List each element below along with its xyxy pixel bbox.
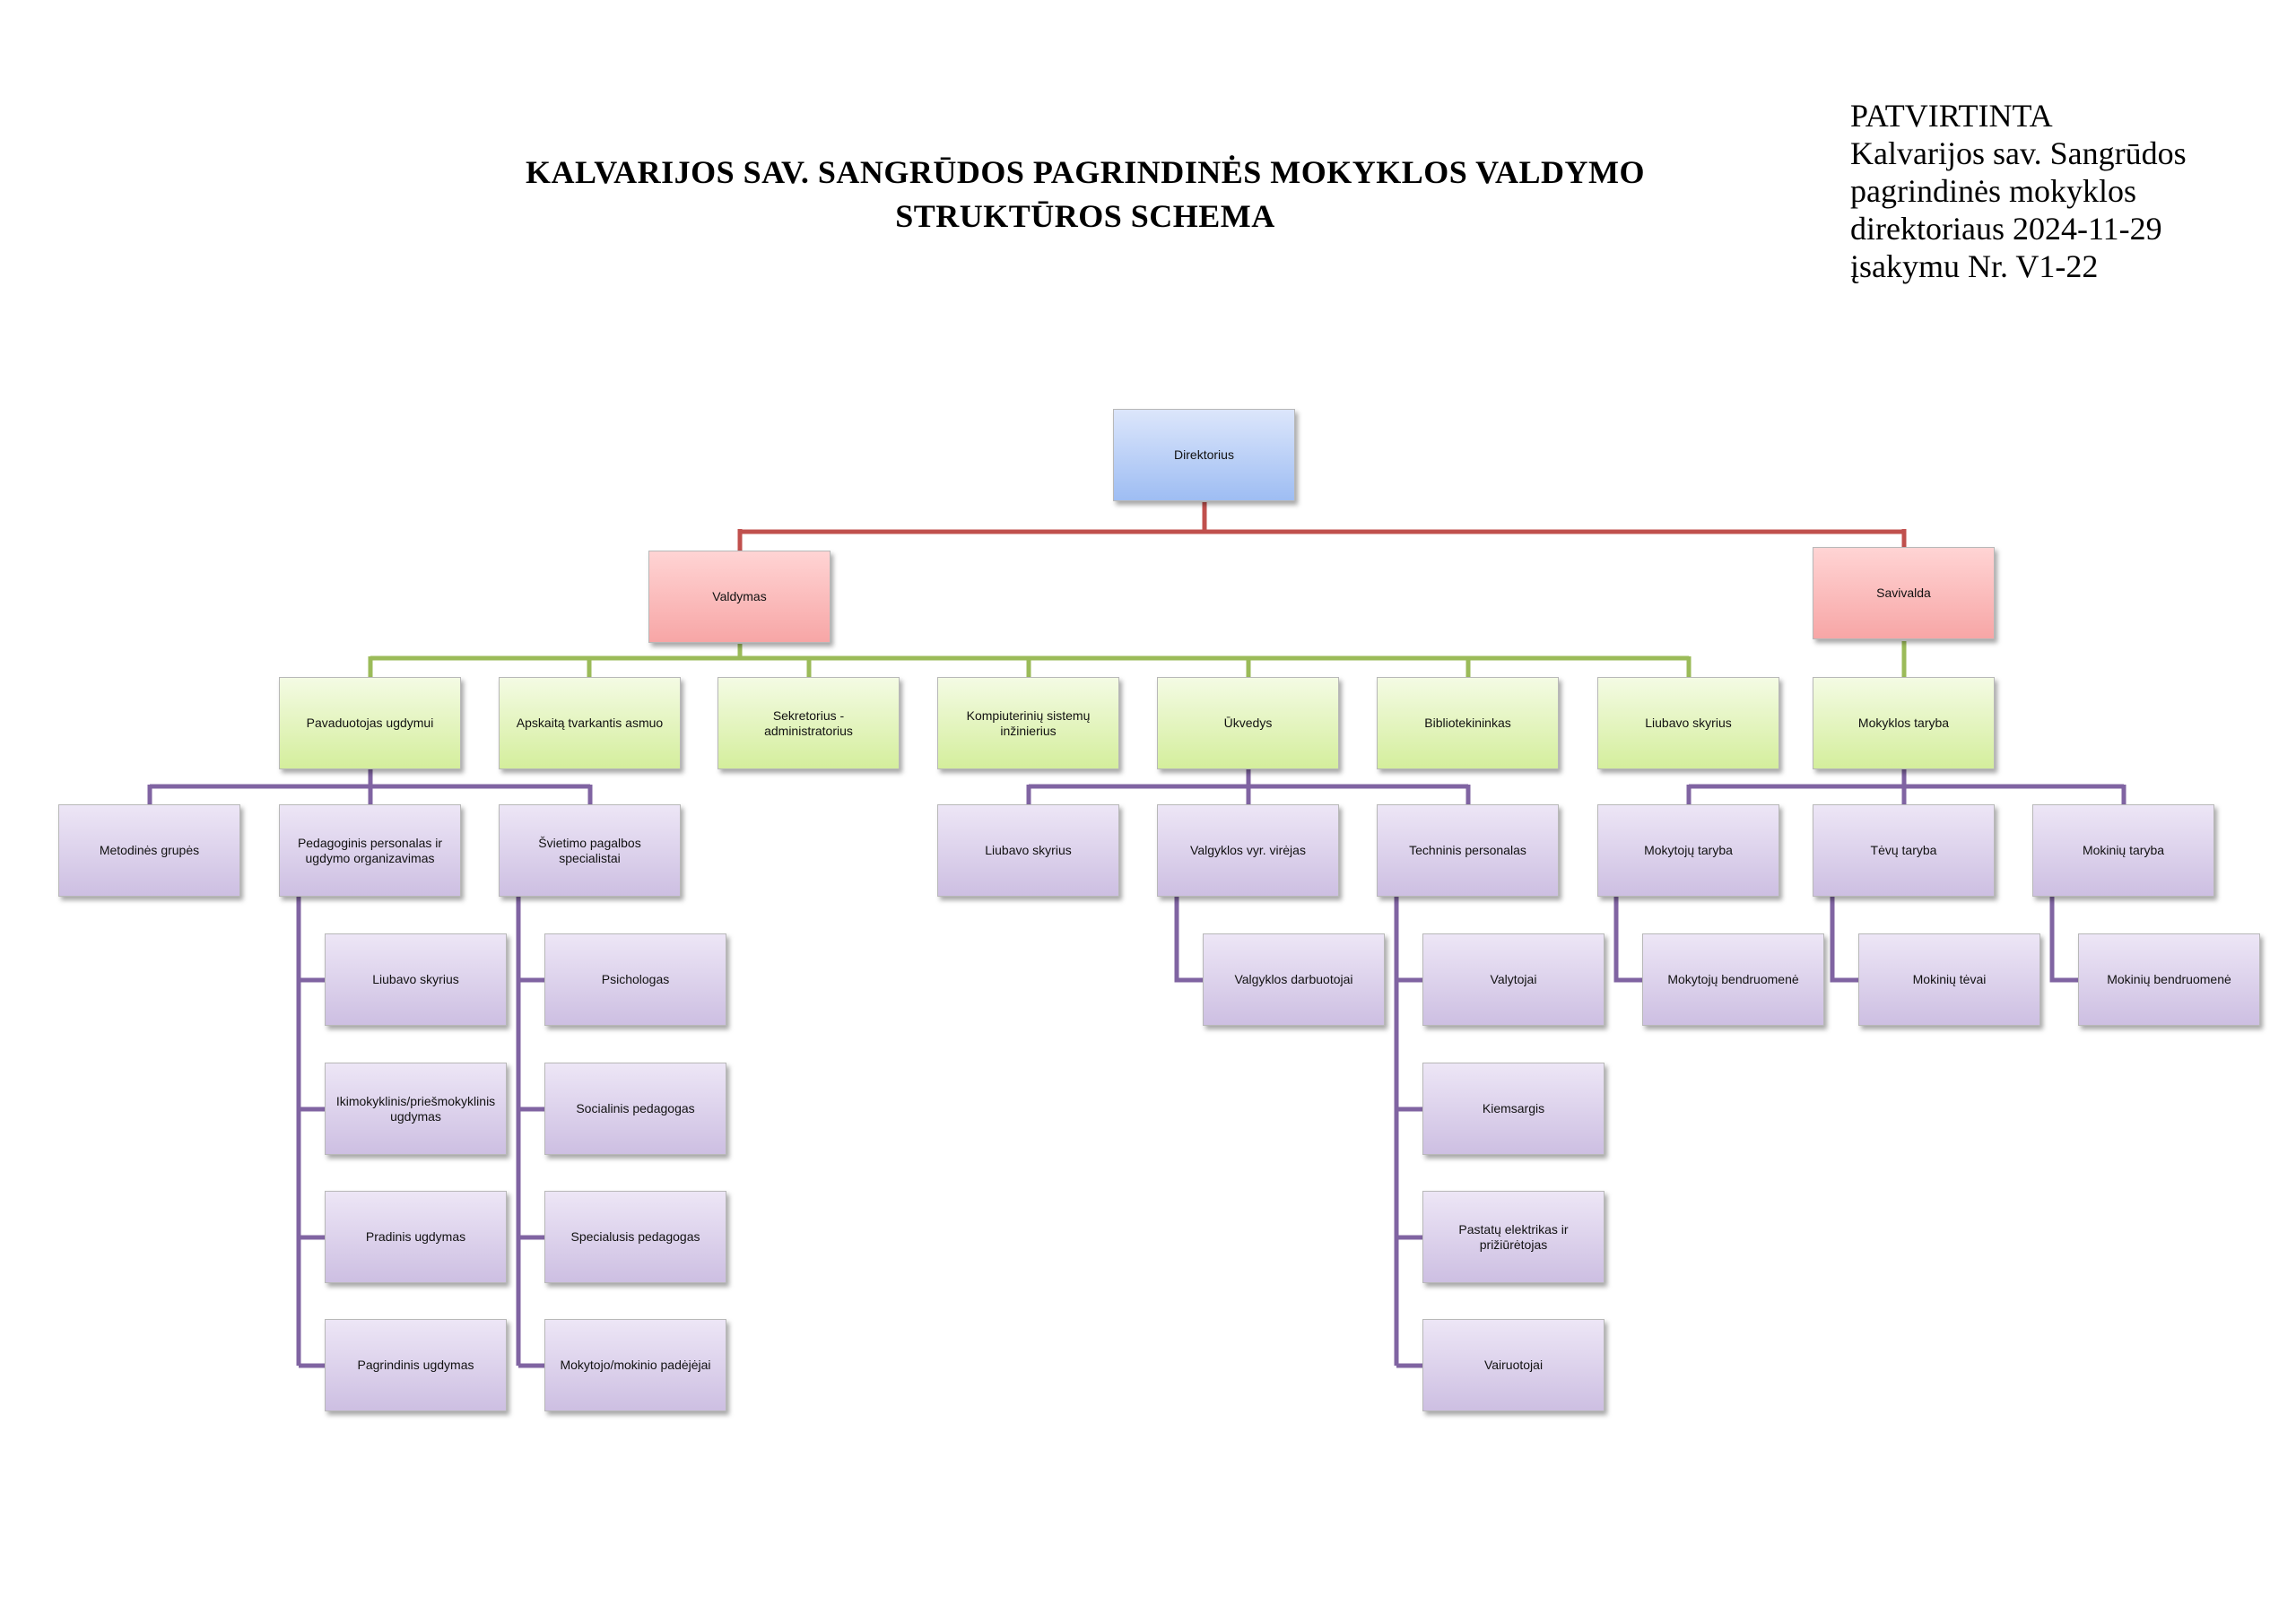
node-pavaduotojas-ugdymui: Pavaduotojas ugdymui [279, 677, 461, 769]
node-kiemsargis: Kiemsargis [1422, 1063, 1605, 1155]
node-pedagoginis-personalas: Pedagoginis personalas ir ugdymo organiz… [279, 804, 461, 897]
node-label: Apskaitą tvarkantis asmuo [516, 716, 664, 730]
node-label: Kompiuterinių sistemų inžinierius [966, 707, 1091, 738]
node-padejejai: Mokytojo/mokinio padėjėjai [544, 1319, 726, 1411]
approval-line-1: PATVIRTINTA [1850, 98, 2053, 134]
node-pagrindinis-ugdymas: Pagrindinis ugdymas [325, 1319, 507, 1411]
node-valgyklos-vyr-virejas: Valgyklos vyr. virėjas [1157, 804, 1339, 897]
node-liubavo-skyrius-3: Liubavo skyrius [325, 933, 507, 1026]
node-label: Pavaduotojas ugdymui [306, 716, 434, 730]
node-liubavo-skyrius-2: Liubavo skyrius [937, 804, 1119, 897]
approval-stamp: PATVIRTINTA Kalvarijos sav. Sangrūdos pa… [1850, 97, 2263, 285]
node-techninis-personalas: Techninis personalas [1377, 804, 1559, 897]
approval-line-2: Kalvarijos sav. Sangrūdos [1850, 135, 2187, 171]
title-line-1: KALVARIJOS SAV. SANGRŪDOS PAGRINDINĖS MO… [526, 154, 1645, 190]
node-mokytoju-taryba: Mokytojų taryba [1597, 804, 1779, 897]
node-vairuotojai: Vairuotojai [1422, 1319, 1605, 1411]
approval-line-5: įsakymu Nr. V1-22 [1850, 248, 2099, 284]
node-label: Specialusis pedagogas [570, 1229, 700, 1244]
node-mokiniu-tevai: Mokinių tėvai [1858, 933, 2040, 1026]
document-title: KALVARIJOS SAV. SANGRŪDOS PAGRINDINĖS MO… [502, 151, 1668, 239]
level2-connectors [368, 641, 1907, 678]
node-label: Valgyklos vyr. virėjas [1190, 843, 1306, 857]
node-label: Pastatų elektrikas ir prižiūrėtojas [1458, 1221, 1569, 1252]
node-kompiuteriniu-inzinierius: Kompiuterinių sistemų inžinierius [937, 677, 1119, 769]
node-valdymas: Valdymas [648, 551, 831, 643]
node-label: Mokinių tėvai [1912, 972, 1987, 986]
node-pastatu-elektrikas: Pastatų elektrikas ir prižiūrėtojas [1422, 1191, 1605, 1283]
node-label: Pedagoginis personalas ir ugdymo organiz… [297, 835, 443, 865]
node-ukvedys: Ūkvedys [1157, 677, 1339, 769]
node-label: Ūkvedys [1223, 716, 1273, 730]
title-line-2: STRUKTŪROS SCHEMA [895, 198, 1275, 234]
level1-connectors [737, 502, 1907, 551]
node-label: Mokytojo/mokinio padėjėjai [560, 1358, 711, 1372]
node-mokiniu-bendruomene: Mokinių bendruomenė [2078, 933, 2260, 1026]
node-metodines-grupes: Metodinės grupės [58, 804, 240, 897]
node-label: Tėvų taryba [1870, 843, 1937, 857]
approval-line-4: direktoriaus 2024-11-29 [1850, 211, 2162, 247]
node-label: Direktorius [1174, 447, 1234, 462]
node-valgyklos-darbuotojai: Valgyklos darbuotojai [1203, 933, 1385, 1026]
node-socialinis-pedagogas: Socialinis pedagogas [544, 1063, 726, 1155]
node-label: Psichologas [601, 972, 670, 986]
node-label: Pradinis ugdymas [365, 1229, 466, 1244]
node-label: Kiemsargis [1482, 1101, 1545, 1115]
node-label: Liubavo skyrius [372, 972, 459, 986]
node-label: Savivalda [1876, 586, 1931, 600]
node-direktorius: Direktorius [1113, 409, 1295, 501]
node-label: Valytojai [1490, 972, 1537, 986]
node-label: Metodinės grupės [99, 843, 200, 857]
node-label: Valdymas [712, 589, 767, 603]
node-label: Mokytojų taryba [1644, 843, 1733, 857]
node-apskaita: Apskaitą tvarkantis asmuo [499, 677, 681, 769]
node-label: Mokinių taryba [2082, 843, 2165, 857]
node-specialusis-pedagogas: Specialusis pedagogas [544, 1191, 726, 1283]
node-label: Mokyklos taryba [1857, 716, 1950, 730]
node-label: Liubavo skyrius [1645, 716, 1732, 730]
node-label: Švietimo pagalbos specialistai [538, 835, 641, 865]
node-savivalda: Savivalda [1813, 547, 1995, 639]
node-label: Socialinis pedagogas [576, 1101, 695, 1115]
node-label: Bibliotekininkas [1424, 716, 1511, 730]
node-label: Liubavo skyrius [985, 843, 1072, 857]
node-pradinis-ugdymas: Pradinis ugdymas [325, 1191, 507, 1283]
node-label: Valgyklos darbuotojai [1234, 972, 1353, 986]
node-tevu-taryba: Tėvų taryba [1813, 804, 1995, 897]
node-sekretorius: Sekretorius - administratorius [718, 677, 900, 769]
node-label: Pagrindinis ugdymas [357, 1358, 474, 1372]
node-label: Sekretorius - administratorius [764, 707, 853, 738]
node-label: Techninis personalas [1409, 843, 1526, 857]
node-mokyklos-taryba: Mokyklos taryba [1813, 677, 1995, 769]
node-valytojai: Valytojai [1422, 933, 1605, 1026]
node-ikimokyklinis: Ikimokyklinis/priešmokyklinis ugdymas [325, 1063, 507, 1155]
node-label: Mokinių bendruomenė [2107, 972, 2231, 986]
node-mokytoju-bendruomene: Mokytojų bendruomenė [1642, 933, 1824, 1026]
node-label: Ikimokyklinis/priešmokyklinis ugdymas [335, 1093, 496, 1124]
node-liubavo-skyrius-1: Liubavo skyrius [1597, 677, 1779, 769]
node-label: Vairuotojai [1483, 1358, 1544, 1372]
node-bibliotekininkas: Bibliotekininkas [1377, 677, 1559, 769]
level3-connectors [147, 769, 2126, 1368]
node-psichologas: Psichologas [544, 933, 726, 1026]
node-svietimo-pagalbos: Švietimo pagalbos specialistai [499, 804, 681, 897]
node-mokiniu-taryba: Mokinių taryba [2032, 804, 2214, 897]
approval-line-3: pagrindinės mokyklos [1850, 173, 2136, 209]
node-label: Mokytojų bendruomenė [1667, 972, 1799, 986]
